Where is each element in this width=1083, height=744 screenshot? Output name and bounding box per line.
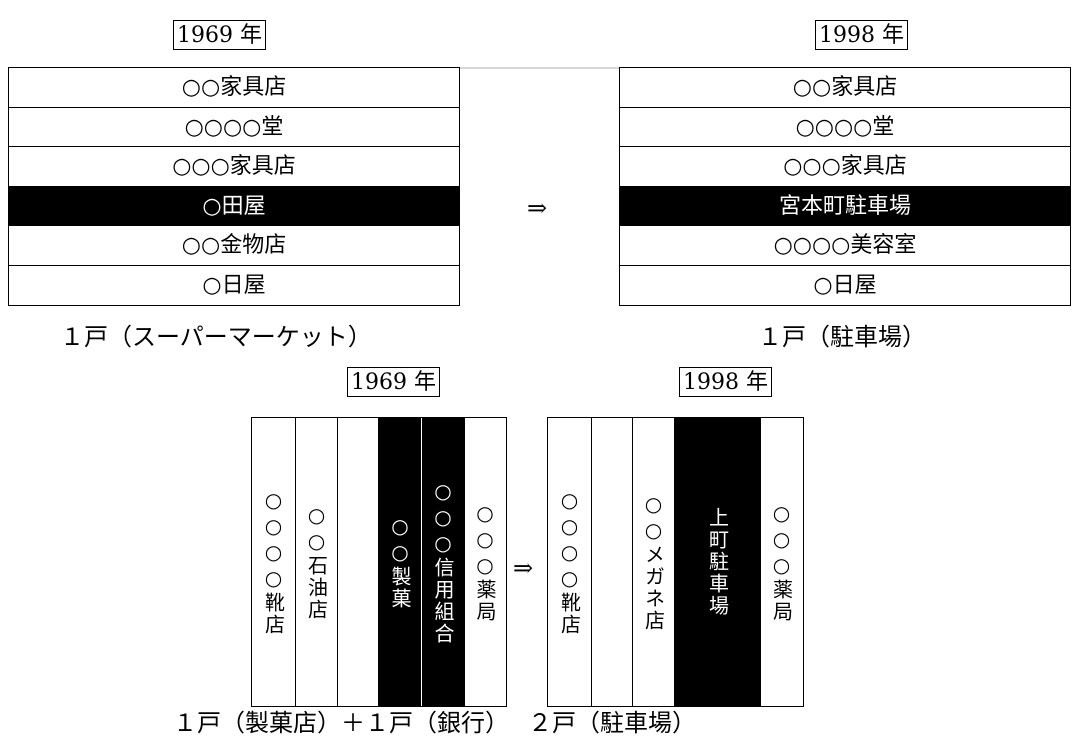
top-left-store-list: ○○家具店 ○○○○堂 ○○○家具店 ○田屋 ○○金物店 ○日屋 — [8, 67, 460, 306]
store-column-label: ○○○薬局 — [473, 501, 497, 623]
store-row-highlighted: ○田屋 — [9, 186, 459, 226]
store-column-label: ○○○薬局 — [769, 501, 794, 623]
top-right-caption: １戸（駐車場） — [758, 323, 926, 351]
bottom-left-caption: １戸（製菓店）＋１戸（銀行） — [173, 709, 509, 737]
bottom-right-year-label: 1998 年 — [679, 367, 772, 397]
store-row: ○○家具店 — [620, 68, 1070, 108]
bottom-transition-arrow: ⇒ — [513, 554, 534, 582]
top-right-year-label: 1998 年 — [815, 20, 908, 50]
store-column-empty — [337, 418, 378, 706]
store-row: ○○○○美容室 — [620, 226, 1070, 266]
store-column-highlighted: 上町駐車場 — [674, 418, 760, 706]
store-column: ○○メガネ店 — [632, 418, 674, 706]
store-column: ○○○薬局 — [760, 418, 802, 706]
store-column: ○○○薬局 — [464, 418, 505, 706]
store-row-highlighted: 宮本町駐車場 — [620, 186, 1070, 226]
store-column: ○○○○靴店 — [548, 418, 591, 706]
store-column-empty — [591, 418, 632, 706]
divider-line — [460, 67, 620, 69]
store-row: ○○○家具店 — [9, 147, 459, 187]
store-column: ○○○○靴店 — [252, 418, 295, 706]
store-column-label: ○○石油店 — [304, 503, 329, 621]
bottom-right-store-columns: ○○○○靴店 ○○メガネ店 上町駐車場 ○○○薬局 — [547, 417, 804, 707]
store-column-label: ○○○信用組合 — [431, 479, 455, 645]
bottom-left-store-columns: ○○○○靴店 ○○石油店 ○○製菓 ○○○信用組合 ○○○薬局 — [251, 417, 507, 707]
store-column-label: ○○○○靴店 — [557, 488, 582, 636]
store-row: ○○家具店 — [9, 68, 459, 108]
store-column-label: ○○○○靴店 — [261, 488, 286, 636]
bottom-right-caption: ２戸（駐車場） — [528, 709, 696, 737]
top-left-caption: １戸（スーパーマーケット） — [60, 323, 372, 351]
store-row: ○日屋 — [202, 272, 266, 298]
store-row: ○○○○堂 — [9, 108, 459, 147]
store-row: ○○○○堂 — [620, 108, 1070, 147]
top-transition-arrow: ⇒ — [527, 194, 548, 222]
store-row: ○○○家具店 — [620, 147, 1070, 187]
store-column-highlighted: ○○製菓 — [378, 418, 421, 706]
store-row: ○日屋 — [813, 272, 877, 298]
store-column: ○○石油店 — [295, 418, 337, 706]
top-right-store-list: ○○家具店 ○○○○堂 ○○○家具店 宮本町駐車場 ○○○○美容室 ○日屋 — [619, 67, 1071, 306]
store-row: ○○金物店 — [9, 226, 459, 266]
bottom-left-year-label: 1969 年 — [347, 367, 440, 397]
store-column-highlighted: ○○○信用組合 — [421, 418, 464, 706]
store-column-label: ○○メガネ店 — [641, 492, 666, 632]
store-column-label: 上町駐車場 — [705, 507, 730, 617]
top-left-year-label: 1969 年 — [173, 20, 266, 50]
store-column-label: ○○製菓 — [388, 514, 412, 610]
